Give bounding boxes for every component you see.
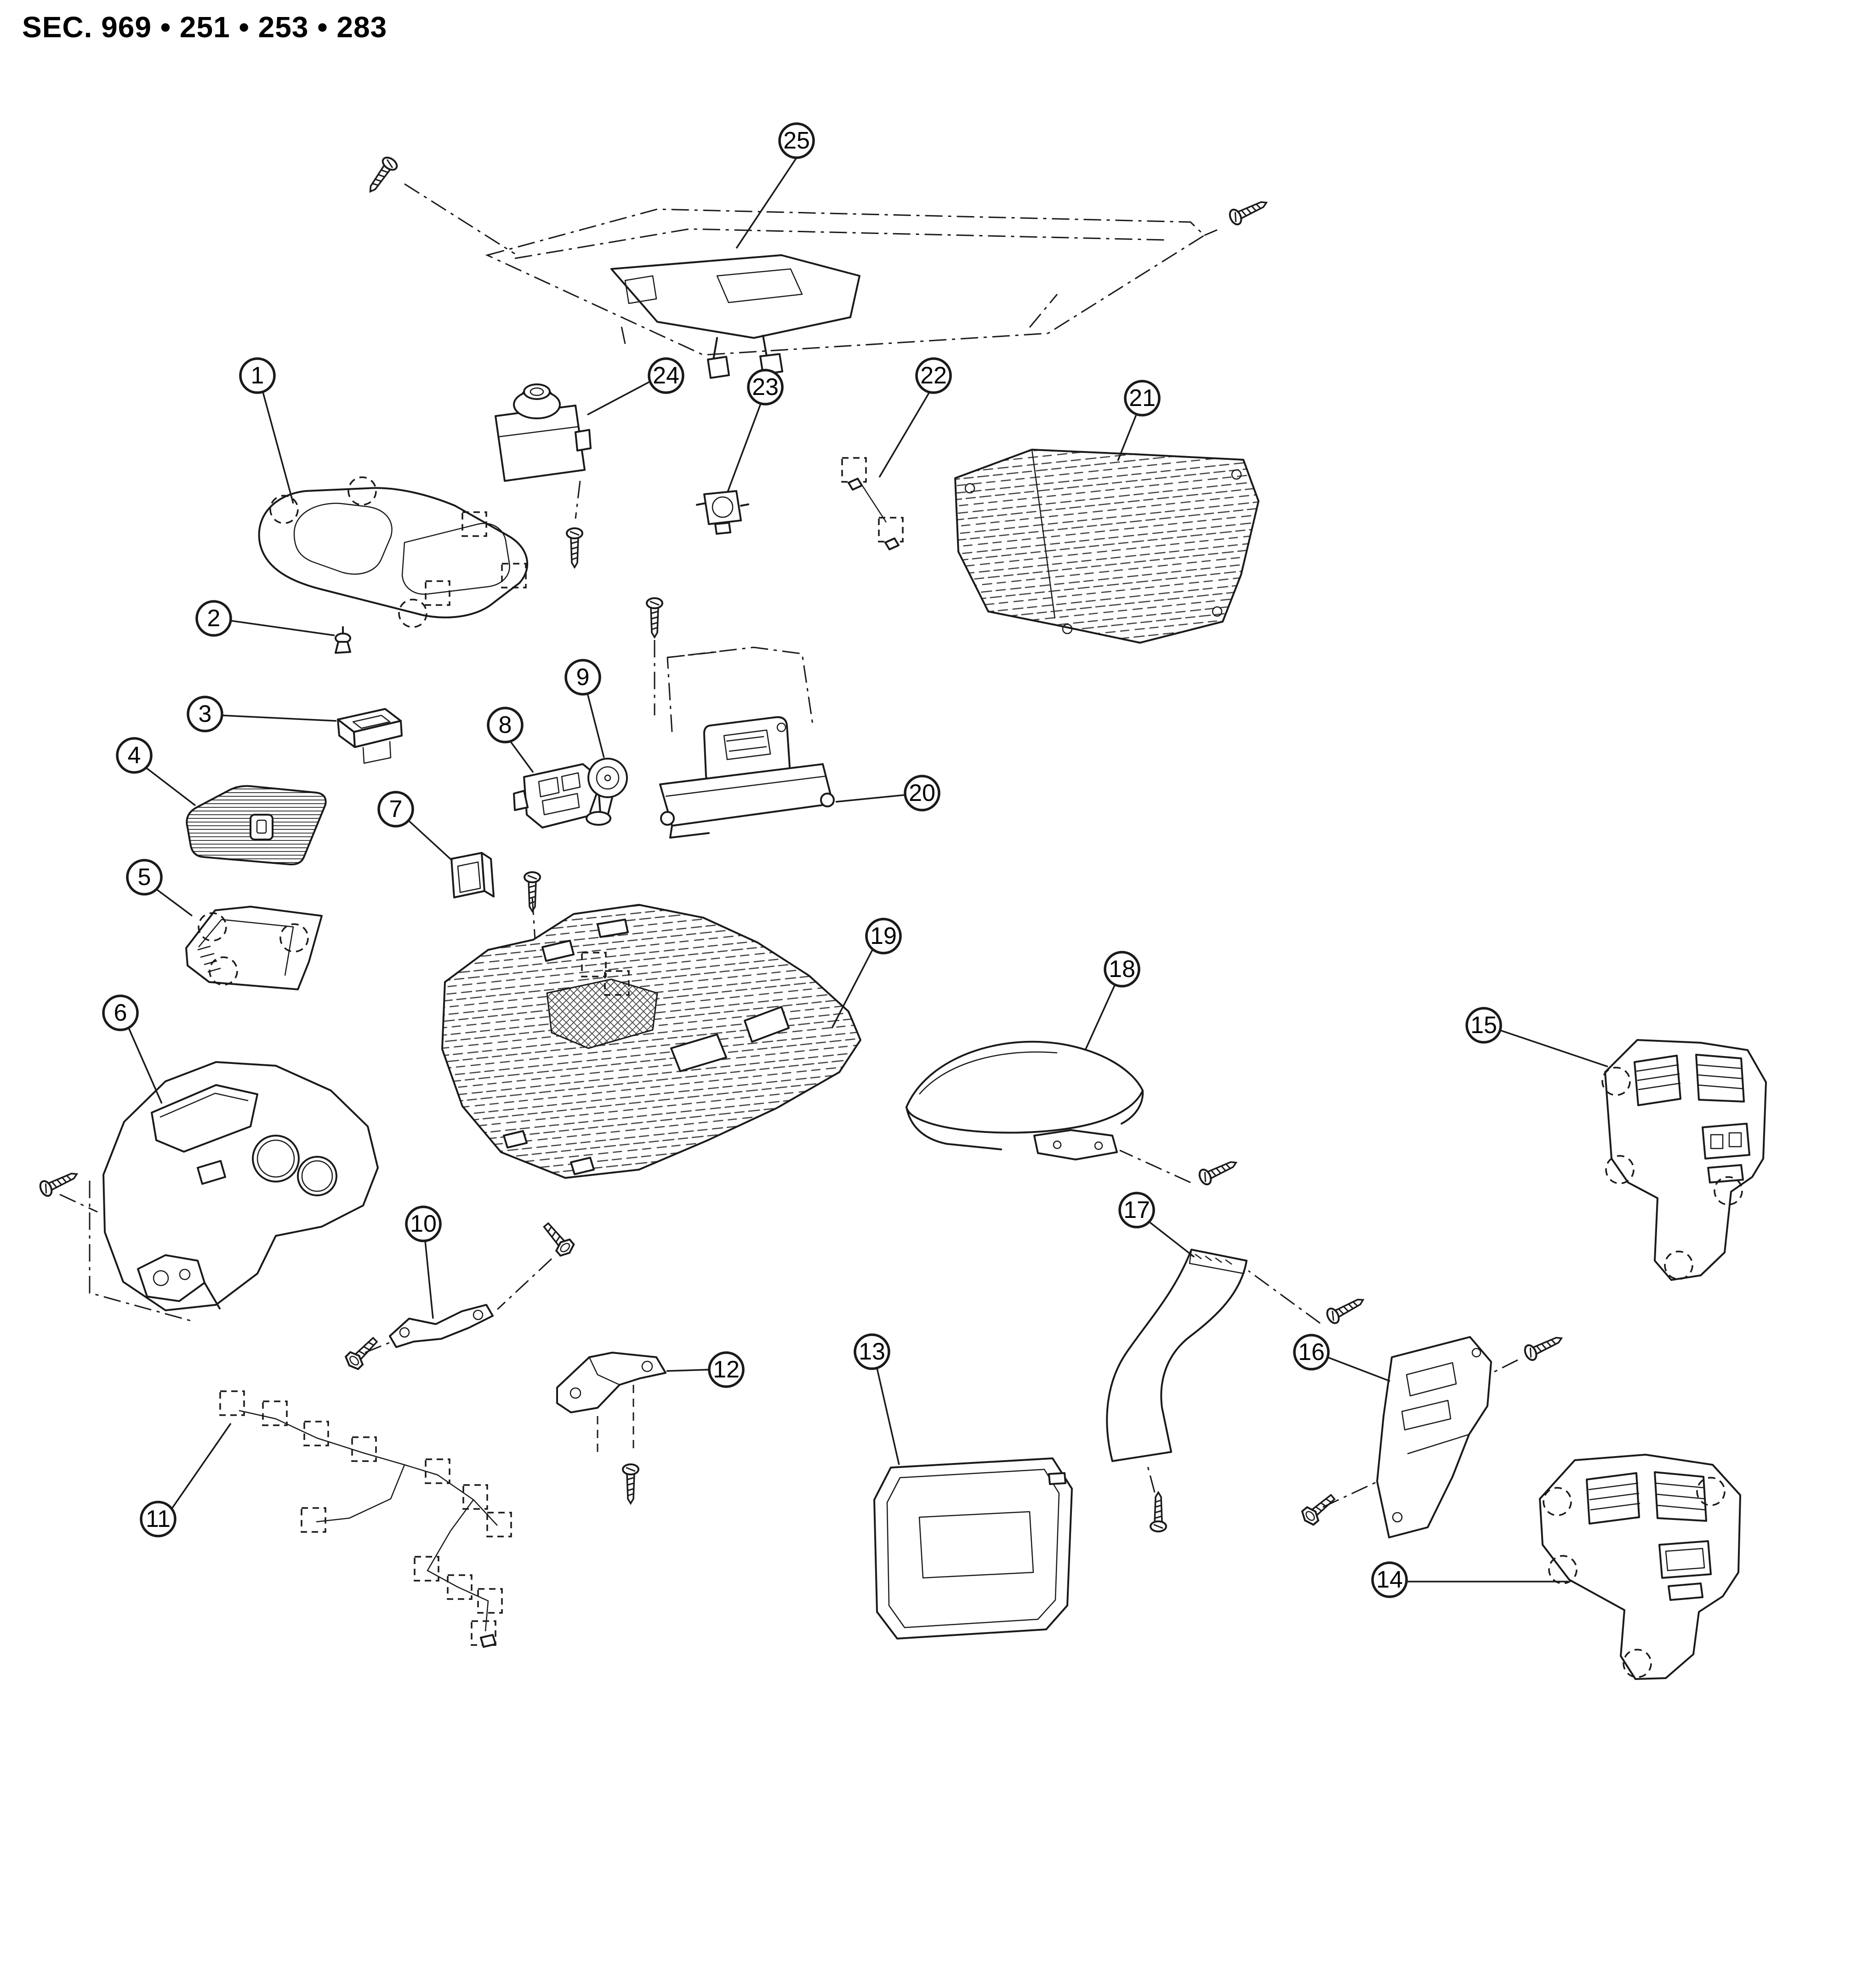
- callout-18: 18: [1085, 951, 1140, 1050]
- callout-6: 6: [102, 994, 163, 1104]
- connector-marker: [414, 1556, 439, 1582]
- part-11-wiring-harness: [219, 1390, 512, 1648]
- svg-text:14: 14: [1376, 1566, 1403, 1593]
- svg-text:15: 15: [1470, 1012, 1497, 1039]
- callout-24: 24: [587, 357, 684, 416]
- svg-text:7: 7: [389, 796, 403, 823]
- callout-5: 5: [126, 859, 193, 917]
- section-title: SEC. 969 • 251 • 253 • 283: [22, 11, 387, 44]
- connector-marker: [425, 1458, 450, 1484]
- svg-text:1: 1: [251, 362, 264, 389]
- callout-13: 13: [854, 1333, 900, 1465]
- svg-text:20: 20: [909, 780, 935, 806]
- svg-text:24: 24: [653, 362, 679, 389]
- svg-text:8: 8: [499, 712, 512, 738]
- connector-marker: [351, 1436, 377, 1462]
- part-13-storage-bin: [873, 1457, 1073, 1640]
- callout-8: 8: [487, 707, 534, 773]
- part-5-cupholder-insert: [185, 906, 323, 990]
- part-14-rear-vent-finisher: [1539, 1454, 1741, 1680]
- callout-17: 17: [1118, 1192, 1195, 1258]
- callout-23: 23: [727, 369, 784, 492]
- part-2-fastener-clip: [335, 626, 351, 654]
- part-21-console-side-panel: [954, 449, 1259, 644]
- part-20-shifter-assembly: [646, 597, 835, 839]
- svg-text:25: 25: [783, 127, 810, 154]
- callout-1: 1: [239, 357, 294, 504]
- screw-icon: [1325, 1293, 1367, 1325]
- callout-20: 20: [835, 775, 940, 811]
- callout-10: 10: [405, 1205, 442, 1319]
- connector-marker: [486, 1512, 512, 1537]
- svg-text:22: 22: [920, 362, 947, 389]
- connector-marker: [301, 1507, 326, 1533]
- part-12-bracket: [556, 1352, 666, 1504]
- svg-text:4: 4: [128, 742, 141, 769]
- part-1-console-top-finisher: [258, 476, 529, 628]
- svg-text:9: 9: [576, 664, 590, 691]
- svg-text:3: 3: [199, 701, 212, 727]
- part-16-mounting-plate: [1298, 1330, 1566, 1538]
- screw-icon: [1196, 1154, 1241, 1188]
- svg-text:19: 19: [870, 923, 897, 949]
- callout-21: 21: [1117, 380, 1161, 461]
- screw-icon: [363, 154, 400, 197]
- part-19-console-main-body: [441, 871, 861, 1179]
- callout-4: 4: [116, 737, 196, 806]
- part-4-rubber-mat: [186, 785, 327, 866]
- connector-marker: [219, 1390, 245, 1416]
- bolt-icon: [343, 1334, 382, 1372]
- callout-14: 14: [1371, 1561, 1568, 1598]
- callout-19: 19: [831, 918, 902, 1028]
- svg-text:5: 5: [138, 864, 151, 891]
- clip-marker: [841, 457, 867, 483]
- screw-icon: [1226, 194, 1271, 228]
- part-22-clip-set: [841, 457, 904, 550]
- screw-icon: [622, 1463, 639, 1504]
- clip-marker: [878, 517, 904, 543]
- callout-2: 2: [195, 600, 335, 637]
- svg-text:16: 16: [1298, 1339, 1325, 1365]
- part-23-clip: [696, 490, 749, 535]
- part-9-rotary-knob: [586, 758, 628, 826]
- svg-text:17: 17: [1123, 1197, 1150, 1223]
- part-25-console-upper-assembly: [363, 154, 1271, 379]
- svg-text:18: 18: [1109, 956, 1135, 983]
- callout-3: 3: [187, 696, 337, 732]
- callout-9: 9: [564, 659, 605, 758]
- part-15-rear-vent-finisher: [1601, 1039, 1767, 1281]
- bolt-icon: [538, 1218, 577, 1260]
- callout-11: 11: [140, 1423, 232, 1537]
- part-7-switch: [450, 852, 495, 898]
- connector-marker: [447, 1574, 473, 1600]
- part-17-rear-air-duct: [1106, 1249, 1367, 1532]
- part-18-armrest-lid: [906, 1040, 1241, 1188]
- svg-text:13: 13: [859, 1338, 885, 1365]
- screw-icon: [1521, 1330, 1566, 1363]
- part-10-bracket: [343, 1218, 577, 1372]
- svg-text:23: 23: [752, 374, 779, 400]
- svg-text:2: 2: [207, 605, 221, 632]
- svg-text:10: 10: [410, 1211, 437, 1237]
- callout-7: 7: [377, 791, 453, 862]
- callout-12: 12: [666, 1351, 745, 1388]
- part-3-switch: [337, 708, 403, 764]
- screw-icon: [646, 597, 663, 638]
- connector-marker: [462, 1484, 488, 1510]
- screw-icon: [566, 527, 583, 568]
- bolt-icon: [1298, 1489, 1339, 1528]
- connector-marker: [477, 1588, 503, 1614]
- screw-icon: [37, 1166, 81, 1199]
- callout-15: 15: [1465, 1007, 1608, 1068]
- callout-25: 25: [735, 122, 815, 249]
- svg-text:21: 21: [1129, 385, 1156, 411]
- part-24-controller-unit: [495, 383, 592, 568]
- svg-text:6: 6: [114, 1000, 127, 1026]
- svg-text:11: 11: [146, 1506, 171, 1532]
- part-6-front-console-finisher: [37, 1061, 379, 1322]
- callout-22: 22: [878, 357, 952, 478]
- svg-text:12: 12: [713, 1356, 740, 1383]
- callout-16: 16: [1293, 1334, 1390, 1382]
- screw-icon: [1150, 1491, 1167, 1532]
